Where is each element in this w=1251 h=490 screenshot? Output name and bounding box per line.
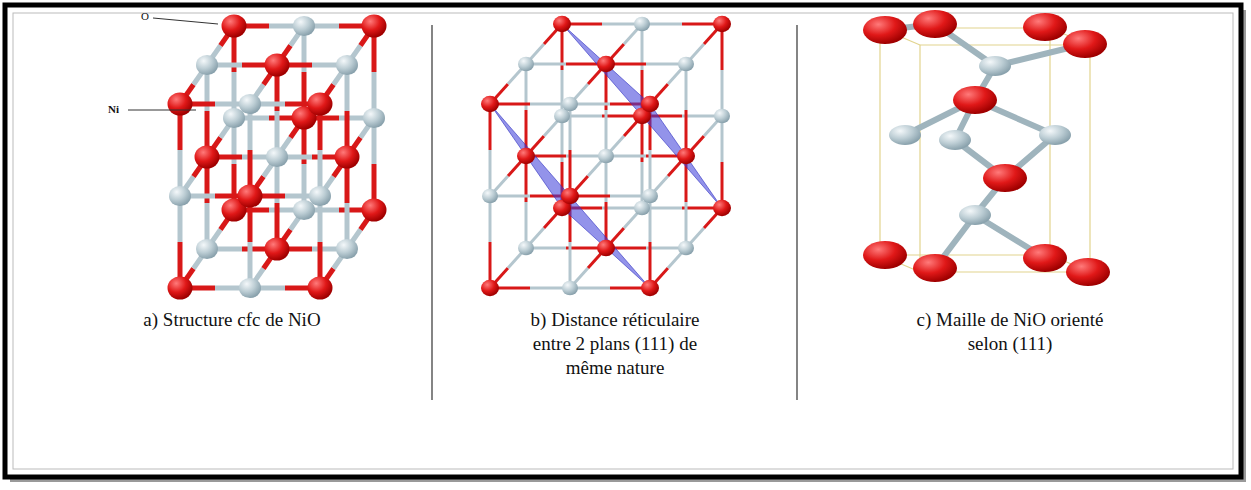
nickel-atom [239,94,261,114]
nickel-atom [336,55,358,75]
oxygen-atom [1066,258,1110,286]
oxygen-atom [863,241,907,269]
oxygen-atom [308,277,333,300]
panel-caption: a) Structure cfc de NiO [82,308,382,332]
nickel-atom [266,147,288,167]
oxygen-atom [913,254,957,282]
panel-caption: c) Maille de NiO orienté selon (111) [905,308,1115,356]
oxygen-atom [1063,30,1107,58]
lattice-plane [562,24,722,208]
nickel-atom [482,189,498,204]
oxygen-atom [913,10,957,38]
nickel-atom [714,109,730,124]
oxygen-atom [597,56,615,73]
nickel-atom [979,56,1011,76]
oxygen-atom [481,96,499,113]
oxygen-atom [195,146,220,169]
atom-label: O [141,10,149,23]
oxygen-atom [983,164,1027,192]
nickel-atom [678,57,694,72]
nickel-atom [889,125,921,145]
oxygen-atom [222,15,247,38]
oxygen-atom [168,277,193,300]
oxygen-atom [953,86,997,114]
cell-edge [1089,45,1090,272]
panel-caption: b) Distance réticulaire entre 2 plans (1… [515,308,715,380]
nickel-atom [518,57,534,72]
oxygen-atom [561,188,579,205]
leader-line [153,18,218,24]
oxygen-atom [1023,244,1067,272]
oxygen-atom [517,148,535,165]
nickel-atom [196,55,218,75]
nickel-atom [562,281,578,296]
oxygen-atom [362,15,387,38]
nickel-atom [309,186,331,206]
oxygen-atom [238,185,263,208]
nickel-atom [678,241,694,256]
nickel-atom [518,241,534,256]
oxygen-atom [641,280,659,297]
oxygen-atom [335,146,360,169]
nickel-atom [634,17,650,32]
nickel-atom [293,200,315,220]
nickel-atom [336,239,358,259]
nickel-atom [196,239,218,259]
oxygen-atom [713,16,731,33]
atom-label: Ni [108,103,119,116]
nickel-atom [598,149,614,164]
nio-111-cell [863,10,1110,286]
oxygen-atom [641,96,659,113]
outer-frame [5,5,1241,477]
oxygen-atom [863,16,907,44]
nickel-atom [363,108,385,128]
nickel-atom [223,108,245,128]
oxygen-atom [553,16,571,33]
inner-frame [13,13,1233,469]
cell-edge [879,28,880,255]
oxygen-atom [481,280,499,297]
nickel-atom [1039,125,1071,145]
lattice-plane [490,104,650,288]
cell-edge [919,45,920,272]
oxygen-atom [362,199,387,222]
oxygen-atom [713,200,731,217]
oxygen-atom [597,240,615,257]
nickel-atom [293,16,315,36]
nio-111-planes [481,16,731,297]
nickel-atom [239,278,261,298]
oxygen-atom [1023,13,1067,41]
nickel-atom [169,186,191,206]
nio-cubic-cell [168,15,387,300]
oxygen-atom [677,148,695,165]
oxygen-atom [265,54,290,77]
panel-divider [431,25,432,400]
leader-line [128,110,196,111]
nickel-atom [642,189,658,204]
nickel-atom [939,130,971,150]
oxygen-atom [308,93,333,116]
oxygen-atom [265,238,290,261]
panel-divider [796,25,797,400]
nickel-atom [959,205,991,225]
oxygen-atom [168,93,193,116]
nickel-atom [562,97,578,112]
